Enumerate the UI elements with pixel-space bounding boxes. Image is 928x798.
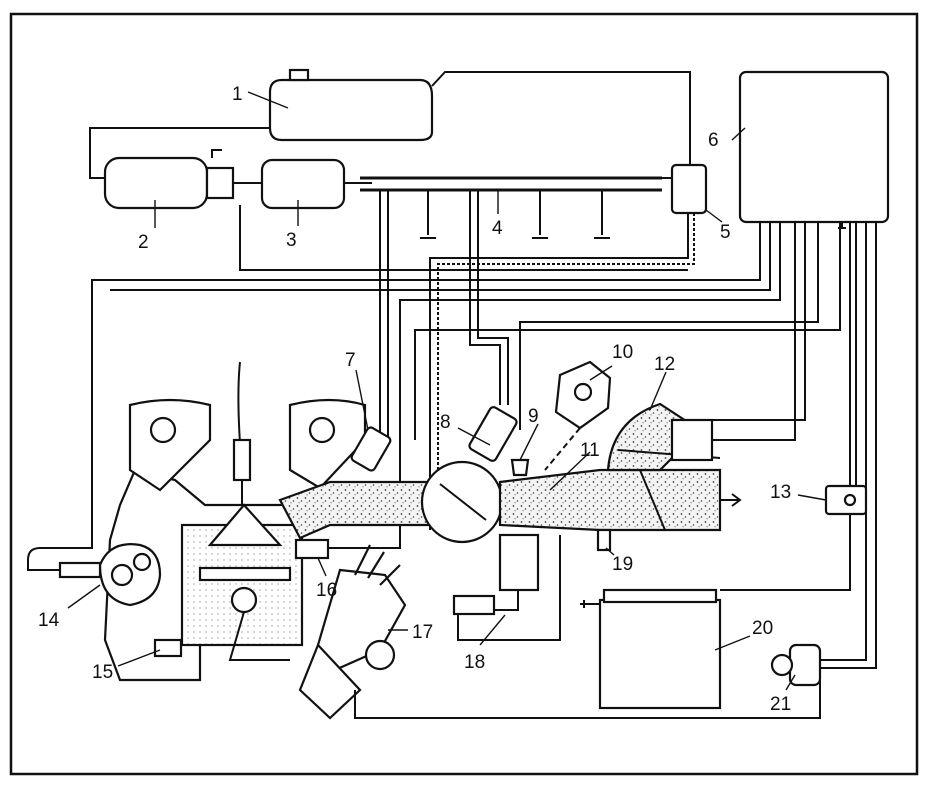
label-10: 10 xyxy=(612,342,633,363)
label-19: 19 xyxy=(612,554,633,575)
battery xyxy=(580,588,722,710)
air-temp-sensor xyxy=(596,528,612,552)
label-5: 5 xyxy=(720,222,731,243)
label-9: 9 xyxy=(528,406,539,427)
label-13: 13 xyxy=(770,482,791,503)
leader-lines xyxy=(67,91,827,691)
label-7: 7 xyxy=(345,350,356,371)
distributor xyxy=(298,544,821,720)
main-relay xyxy=(824,484,868,516)
label-3: 3 xyxy=(286,230,297,251)
engine-block xyxy=(98,361,367,682)
engine-control-unit xyxy=(27,70,890,669)
fuel-injector xyxy=(468,406,518,462)
fuel-pressure-regulator xyxy=(239,163,708,530)
oxygen-sensor xyxy=(58,561,102,579)
label-8: 8 xyxy=(440,412,451,433)
label-12: 12 xyxy=(654,354,675,375)
label-17: 17 xyxy=(412,622,433,643)
label-18: 18 xyxy=(464,652,485,673)
ignition-switch xyxy=(770,643,822,687)
fuel-tank xyxy=(89,68,691,179)
fuel-rail xyxy=(360,176,662,455)
idle-air-bypass xyxy=(452,533,561,641)
cold-start-injector xyxy=(350,426,392,472)
label-2: 2 xyxy=(138,232,149,253)
label-16: 16 xyxy=(316,580,337,601)
thermo-time-switch xyxy=(153,638,183,658)
label-1: 1 xyxy=(232,84,243,105)
fuel-filter xyxy=(260,158,372,210)
label-14: 14 xyxy=(38,610,60,631)
label-20: 20 xyxy=(752,618,773,639)
throttle-switch xyxy=(510,458,530,477)
temperature-sensor xyxy=(294,538,330,560)
label-15: 15 xyxy=(92,662,113,683)
label-6: 6 xyxy=(708,130,719,151)
label-11: 11 xyxy=(580,440,600,461)
label-4: 4 xyxy=(492,218,503,239)
air-flow-meter xyxy=(606,402,742,531)
idle-air-control-valve xyxy=(544,360,612,471)
label-21: 21 xyxy=(770,694,791,715)
fuel-pump xyxy=(103,149,262,210)
frame-border xyxy=(9,12,919,776)
